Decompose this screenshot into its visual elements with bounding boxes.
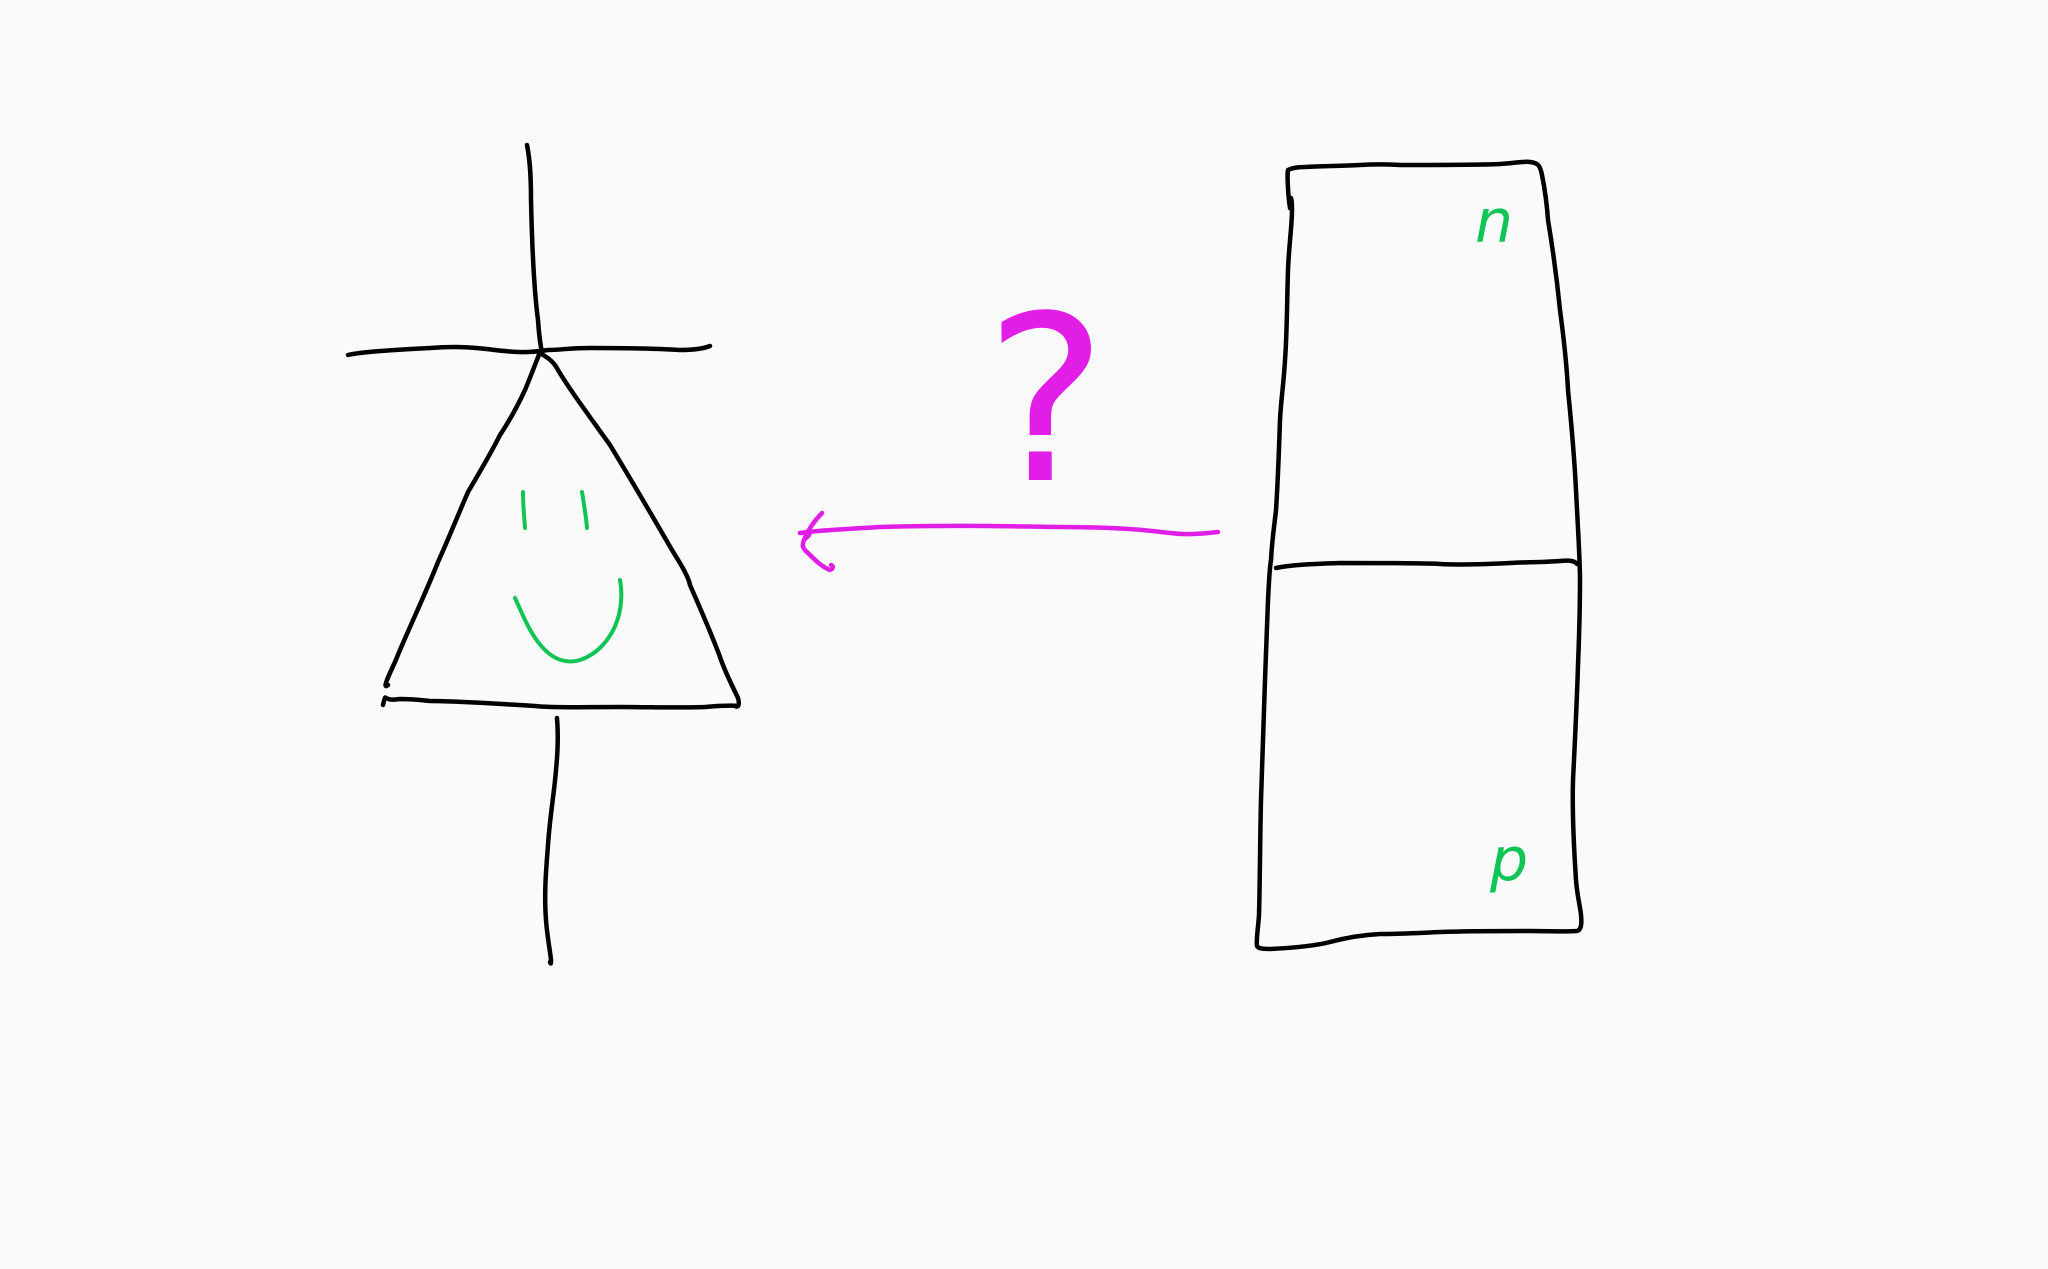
- diode-triangle-left-edge: [383, 349, 543, 689]
- diode-top-lead: [524, 142, 545, 355]
- junction-divider: [1273, 558, 1580, 571]
- pn-junction-diagram: n p: [1254, 159, 1584, 952]
- diode-cathode-bar: [345, 343, 713, 358]
- arrow-head: [800, 510, 836, 573]
- smiley-face: [513, 490, 624, 664]
- n-region-label: n: [1475, 187, 1513, 257]
- diode-triangle-base: [380, 695, 741, 710]
- smiley-left-eye: [521, 490, 527, 530]
- arrow-shaft: [797, 523, 1221, 542]
- smiley-mouth: [513, 578, 624, 664]
- diode-symbol: [345, 142, 742, 966]
- arrow-question: ?: [797, 268, 1221, 573]
- question-mark: ?: [985, 268, 1107, 535]
- diode-triangle-right-edge: [535, 349, 742, 709]
- junction-outer-box: [1254, 159, 1584, 952]
- diode-bottom-lead: [542, 715, 560, 966]
- smiley-right-eye: [580, 490, 589, 530]
- p-region-label: p: [1489, 825, 1528, 895]
